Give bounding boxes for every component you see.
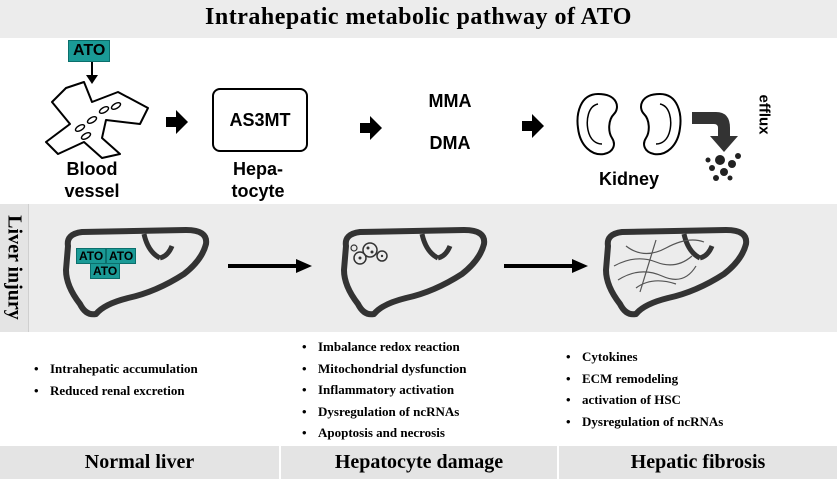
kidney-icon — [576, 92, 682, 156]
blood-vessel-line-1: Blood — [66, 159, 118, 179]
long-arrow-icon — [504, 259, 588, 273]
liver-injury-label: Liver injury — [3, 215, 26, 320]
hepatocyte-label: Hepa- tocyte — [206, 158, 310, 202]
as3mt-label: AS3MT — [229, 109, 291, 130]
normal-liver-icon — [63, 227, 210, 318]
footer-hepatic-fibrosis: Hepatic fibrosis — [559, 446, 837, 479]
ato-tag-3: ATO — [90, 263, 121, 279]
blood-vessel-line-2: vessel — [64, 181, 120, 201]
liver-injury-band — [0, 204, 837, 332]
right-arrow-icon — [522, 114, 544, 138]
hepatocyte-line-1: Hepa- — [232, 159, 283, 179]
right-arrow-icon — [360, 116, 382, 140]
damaged-liver-icon — [341, 227, 488, 318]
hepatic-fibrosis-points: Cytokines ECM remodeling activation of H… — [562, 346, 812, 432]
dma-label: DMA — [429, 133, 471, 153]
right-arrow-icon — [166, 110, 188, 134]
footer-divider — [557, 446, 559, 479]
list-item: ECM remodeling — [562, 368, 812, 390]
fibrotic-liver-icon — [603, 227, 750, 318]
list-item: Mitochondrial dysfunction — [298, 358, 558, 380]
liver-injury-side: Liver injury — [0, 204, 29, 332]
efflux-label-wrap: efflux — [756, 82, 774, 152]
list-item: activation of HSC — [562, 389, 812, 411]
footer-normal-liver: Normal liver — [0, 446, 279, 479]
long-arrow-icon — [228, 259, 312, 273]
list-item: Inflammatory activation — [298, 379, 558, 401]
blood-vessel-label: Blood vessel — [36, 158, 148, 202]
efflux-label: efflux — [755, 94, 773, 135]
footer-divider — [279, 446, 281, 479]
list-item: Apoptosis and necrosis — [298, 422, 558, 444]
blood-vessel-icon — [45, 81, 149, 159]
as3mt-box: AS3MT — [212, 88, 308, 152]
diagram-title: Intrahepatic metabolic pathway of ATO — [205, 4, 632, 30]
ato-tag-2: ATO — [106, 248, 137, 264]
title-bar — [0, 0, 837, 38]
normal-liver-points: Intrahepatic accumulation Reduced renal … — [30, 358, 280, 401]
down-arrow-icon — [86, 62, 98, 84]
list-item: Imbalance redox reaction — [298, 336, 558, 358]
ato-tag: ATO — [68, 40, 111, 62]
mma-label: MMA — [428, 91, 472, 111]
list-item: Dysregulation of ncRNAs — [562, 411, 812, 433]
list-item: Cytokines — [562, 346, 812, 368]
footer-hepatocyte-damage: Hepatocyte damage — [281, 446, 557, 479]
kidney-label: Kidney — [598, 169, 659, 189]
list-item: Reduced renal excretion — [30, 380, 280, 402]
list-item: Intrahepatic accumulation — [30, 358, 280, 380]
hepatocyte-line-2: tocyte — [231, 181, 285, 201]
hepatocyte-damage-points: Imbalance redox reaction Mitochondrial d… — [298, 336, 558, 444]
efflux-arrow-icon — [692, 112, 741, 181]
ato-tag-1: ATO — [76, 248, 107, 264]
list-item: Dysregulation of ncRNAs — [298, 401, 558, 423]
